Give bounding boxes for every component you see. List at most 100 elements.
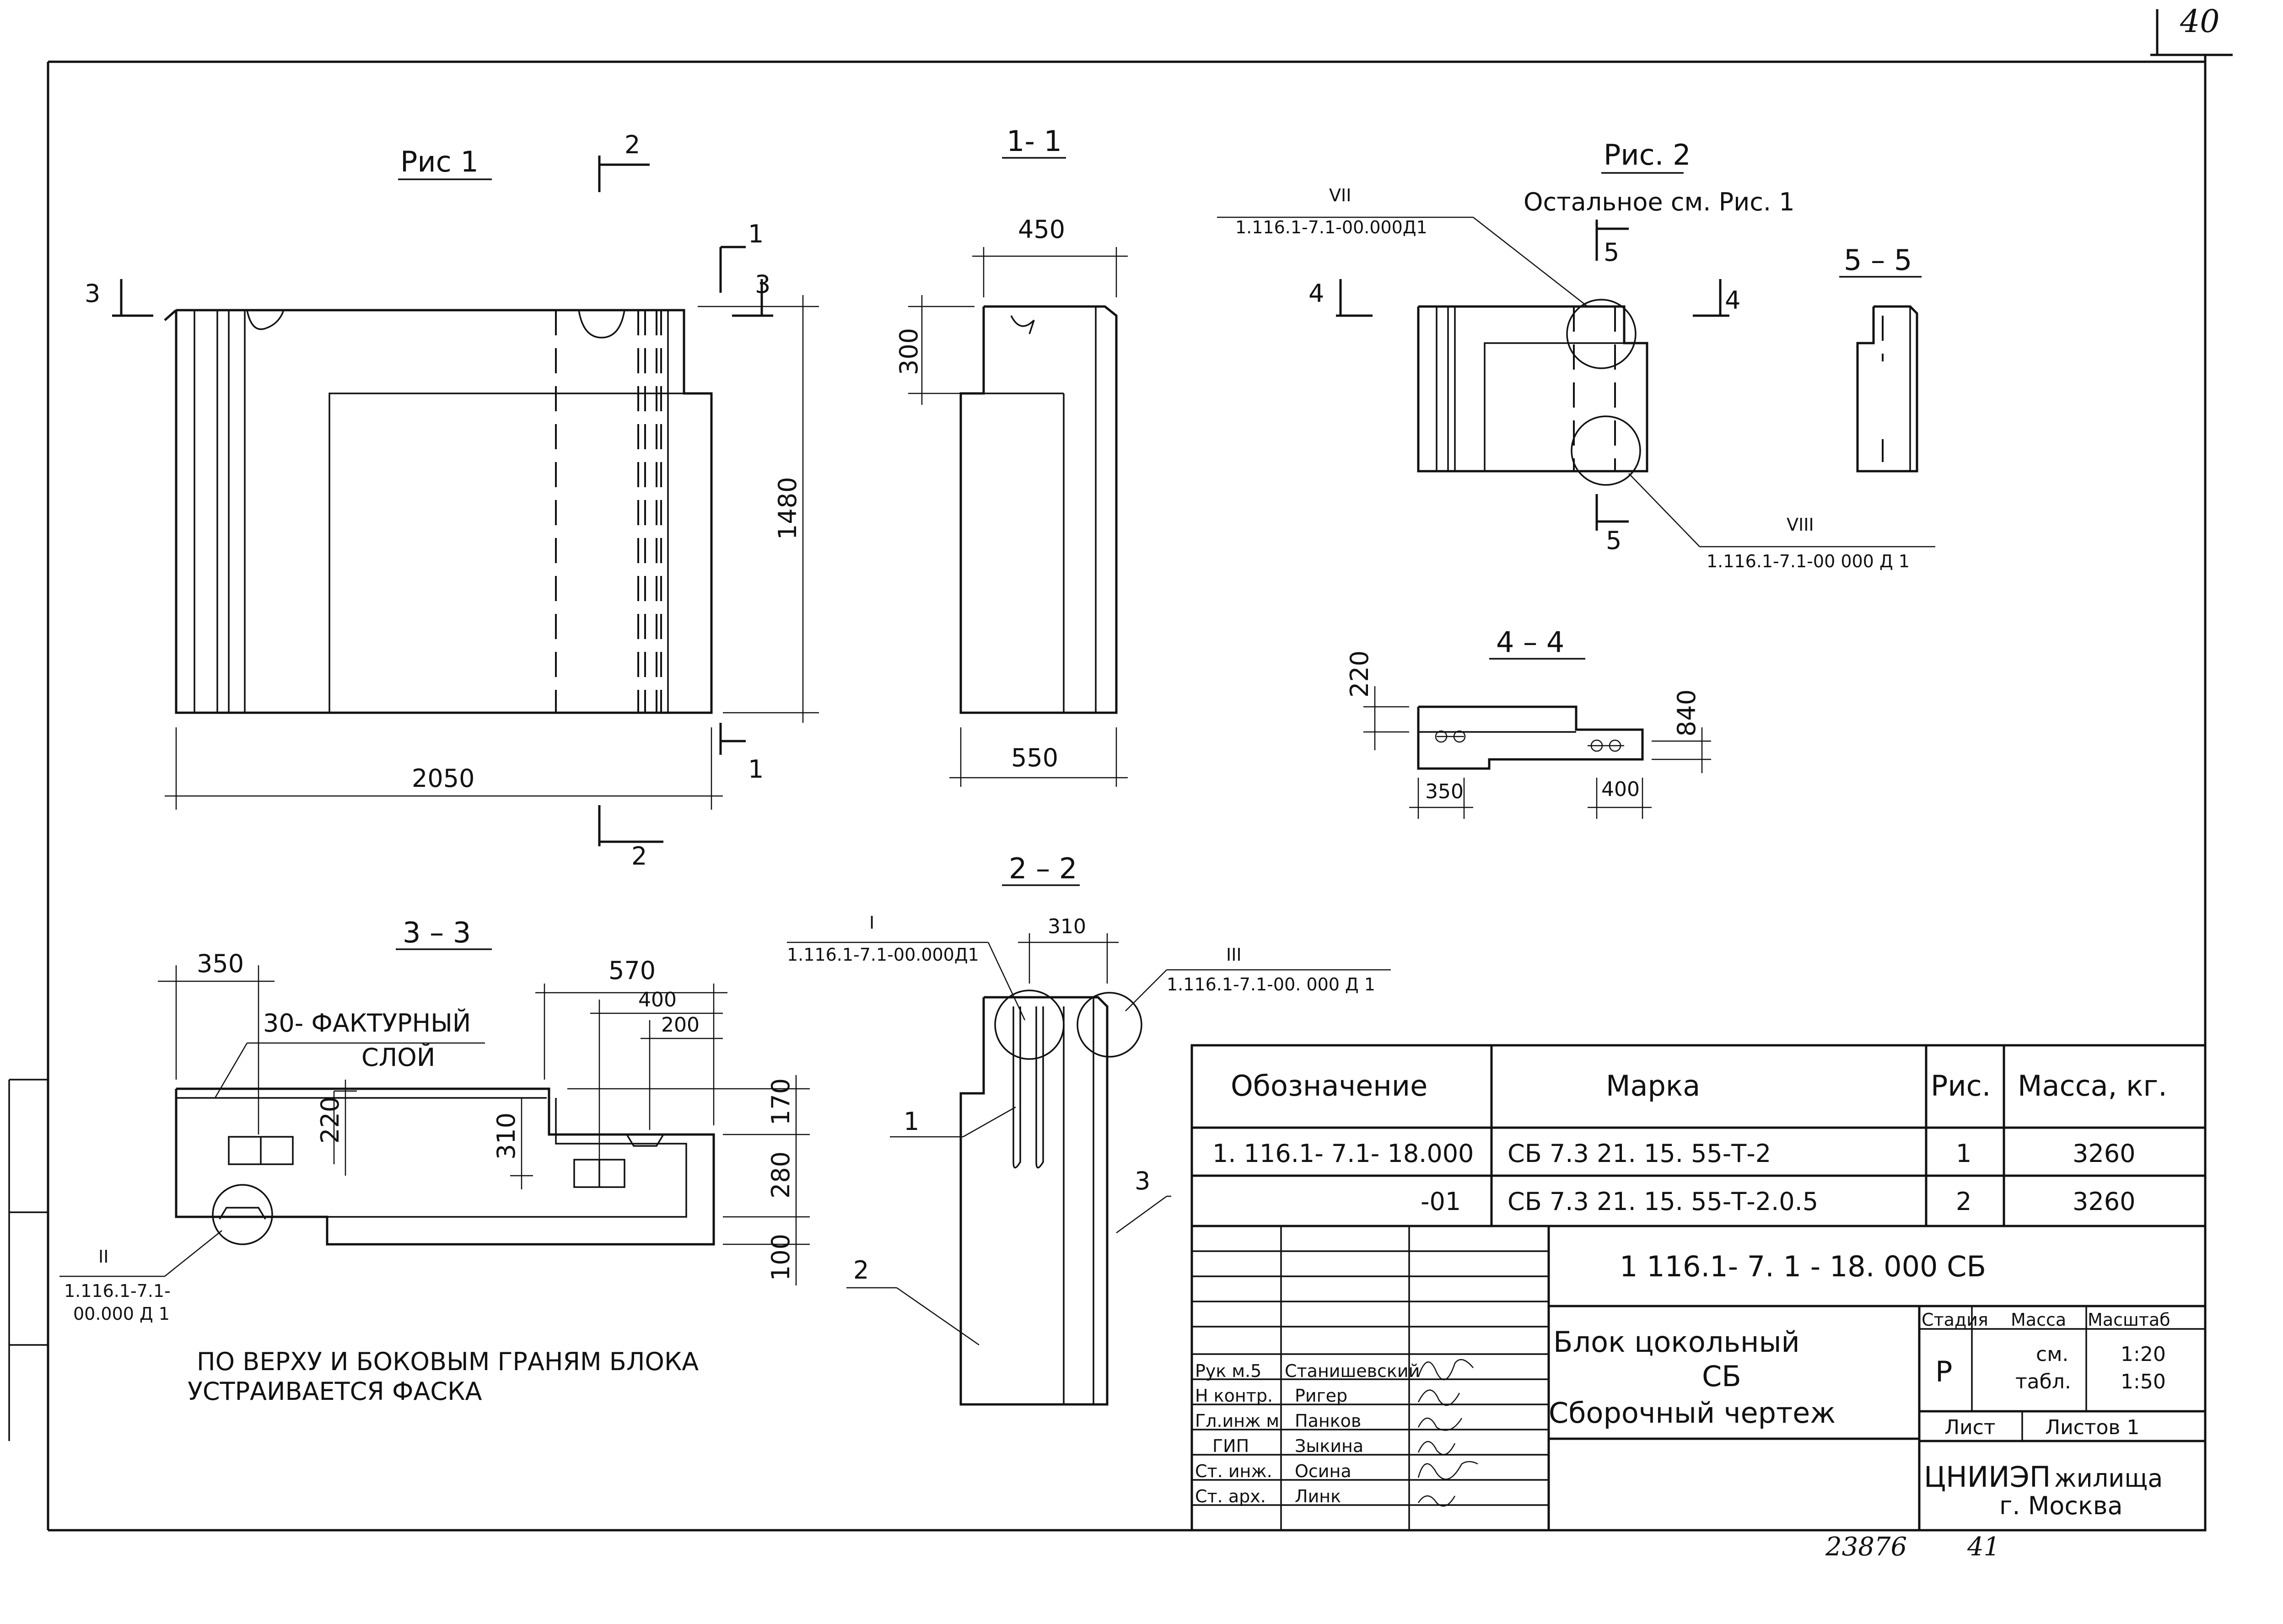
section33-dim-220: 220 xyxy=(316,1097,345,1144)
ref2-roman: II xyxy=(98,1247,108,1267)
cut3-right-label: 3 xyxy=(755,270,770,299)
section33-dim-310: 310 xyxy=(492,1113,521,1160)
ref8-code: 1.116.1-7.1-00 000 Д 1 xyxy=(1707,551,1910,571)
section44-dim-left: 220 xyxy=(1345,651,1374,698)
ref7-code: 1.116.1-7.1-00.000Д1 xyxy=(1235,217,1427,237)
section33-dim-350: 350 xyxy=(197,949,244,978)
title-mass-header: Масса xyxy=(2011,1310,2066,1330)
fig2-title: Рис. 2 xyxy=(1604,138,1691,172)
ref1-roman: I xyxy=(869,913,874,933)
chamfer-note-line2: УСТРАИВАЕТСЯ ФАСКА xyxy=(188,1377,482,1406)
title-mass-value-1: см. xyxy=(2036,1343,2068,1366)
ref3-roman: III xyxy=(1226,945,1242,965)
section33-title: 3 – 3 xyxy=(403,916,471,949)
title-scale-2: 1:50 xyxy=(2121,1370,2166,1393)
section33-dim-100: 100 xyxy=(766,1234,795,1281)
section33-dim-170: 170 xyxy=(766,1078,795,1125)
staff-role-4: ГИП xyxy=(1212,1436,1249,1456)
cut1-bottom-label: 1 xyxy=(748,755,764,784)
section33-dim-200: 200 xyxy=(661,1013,700,1037)
ref8-roman: VIII xyxy=(1787,515,1814,535)
position-3: 3 xyxy=(1135,1167,1150,1195)
spec-row2-mark: СБ 7.3 21. 15. 55-Т-2.0.5 xyxy=(1508,1187,1818,1216)
cut2-top-label: 2 xyxy=(625,130,640,159)
cut5-bottom-label: 5 xyxy=(1606,526,1621,555)
section33-dim-570: 570 xyxy=(608,956,656,985)
staff-name-3: Панков xyxy=(1295,1411,1361,1431)
texture-note-line1: 30- ФАКТУРНЫЙ xyxy=(263,1009,471,1038)
section55-title: 5 – 5 xyxy=(1844,243,1912,277)
title-org-2: жилища xyxy=(2054,1464,2163,1493)
title-name-line3: Сборочный чертеж xyxy=(1549,1396,1836,1430)
ref7-roman: VII xyxy=(1329,185,1351,205)
section-2-2: 2 – 2 310 I 1.116.1-7.1-00.000Д1 III 1.1… xyxy=(787,852,1391,1406)
ref2-code-line1: 1.116.1-7.1- xyxy=(64,1281,171,1301)
section44-dim-bottom-right: 400 xyxy=(1601,778,1640,801)
section-4-4: 4 – 4 220 840 350 400 xyxy=(1345,625,1711,819)
title-mass-value-2: табл. xyxy=(2015,1370,2071,1393)
section-3-3: 3 – 3 350 570 400 200 220 310 xyxy=(59,916,810,1324)
staff-role-1: Рук м.5 xyxy=(1195,1361,1261,1381)
section33-dim-400: 400 xyxy=(638,988,677,1011)
staff-role-5: Ст. инж. xyxy=(1195,1461,1272,1481)
fig1-front-view: Рис 1 2050 1480 2 2 1 xyxy=(85,130,819,871)
bottom-page-number: 41 xyxy=(1967,1532,2000,1562)
staff-name-5: Осина xyxy=(1295,1461,1351,1481)
staff-role-2: Н контр. xyxy=(1195,1386,1273,1406)
specification-table: Обозначение Марка Рис. Масса, кг. 1. 116… xyxy=(1190,1044,2207,1532)
spec-header-fig: Рис. xyxy=(1931,1069,1991,1102)
position-1: 1 xyxy=(904,1107,919,1136)
spec-row1-mark: СБ 7.3 21. 15. 55-Т-2 xyxy=(1508,1139,1771,1168)
texture-note-line2: СЛОЙ xyxy=(361,1043,435,1072)
staff-name-6: Линк xyxy=(1295,1486,1341,1506)
cut1-top-label: 1 xyxy=(748,220,764,248)
section11-dim-bottom: 550 xyxy=(1011,743,1058,772)
sheet-frame xyxy=(8,9,2233,1532)
ref1-code: 1.116.1-7.1-00.000Д1 xyxy=(787,945,979,965)
bottom-archive-number: 23876 xyxy=(1825,1532,1907,1562)
section11-title: 1- 1 xyxy=(1007,124,1062,158)
title-scale-header: Масштаб xyxy=(2088,1310,2170,1330)
spec-header-designation: Обозначение xyxy=(1231,1069,1427,1102)
title-stage-header: Стадия xyxy=(1922,1310,1988,1330)
cut4-right-label: 4 xyxy=(1725,286,1740,315)
position-2: 2 xyxy=(853,1256,869,1285)
staff-name-1: Станишевский xyxy=(1285,1361,1420,1381)
fig1-dim-height: 1480 xyxy=(773,477,802,540)
title-name-line1: Блок цокольный xyxy=(1553,1325,1800,1359)
section44-dim-right: 840 xyxy=(1672,689,1701,737)
fig1-dim-width: 2050 xyxy=(412,764,474,793)
staff-role-6: Ст. арх. xyxy=(1195,1486,1266,1506)
title-org-3: г. Москва xyxy=(1999,1491,2123,1520)
title-name-line2: СБ xyxy=(1702,1360,1741,1393)
section22-dim-top: 310 xyxy=(1048,915,1086,938)
spec-header-mark: Марка xyxy=(1606,1069,1700,1102)
ref2-code-line2: 00.000 Д 1 xyxy=(73,1304,170,1324)
staff-name-2: Ригер xyxy=(1295,1386,1347,1406)
spec-row2-designation: -01 xyxy=(1421,1187,1461,1216)
title-doc-code: 1 116.1- 7. 1 - 18. 000 СБ xyxy=(1620,1250,1986,1283)
fig2-note: Остальное см. Рис. 1 xyxy=(1524,188,1795,216)
section-1-1: 1- 1 450 300 550 xyxy=(894,124,1128,787)
section22-title: 2 – 2 xyxy=(1009,852,1077,885)
ref3-code: 1.116.1-7.1-00. 000 Д 1 xyxy=(1167,974,1375,995)
spec-row2-mass: 3260 xyxy=(2073,1187,2135,1216)
section33-dim-280: 280 xyxy=(766,1151,795,1199)
cut4-left-label: 4 xyxy=(1308,279,1324,308)
title-stage-value: Р xyxy=(1935,1355,1952,1388)
staff-role-3: Гл.инж м xyxy=(1195,1411,1279,1431)
spec-header-mass: Масса, кг. xyxy=(2018,1069,2167,1102)
fig2-view: Рис. 2 Остальное см. Рис. 1 VII 1.116.1-… xyxy=(1217,138,1935,571)
cut2-bottom-label: 2 xyxy=(631,842,647,871)
spec-row1-mass: 3260 xyxy=(2073,1139,2135,1168)
signature-marks xyxy=(1417,1359,1478,1507)
section-5-5: 5 – 5 xyxy=(1839,243,1922,473)
section11-dim-left: 300 xyxy=(894,328,923,375)
section11-dim-top: 450 xyxy=(1018,215,1065,244)
spec-row1-fig: 1 xyxy=(1956,1139,1971,1168)
spec-row2-fig: 2 xyxy=(1956,1187,1971,1216)
title-org-1: ЦНИИЭП xyxy=(1924,1460,2051,1494)
title-scale-1: 1:20 xyxy=(2121,1343,2166,1366)
staff-name-4: Зыкина xyxy=(1295,1436,1363,1456)
section44-dim-bottom-left: 350 xyxy=(1425,780,1464,803)
